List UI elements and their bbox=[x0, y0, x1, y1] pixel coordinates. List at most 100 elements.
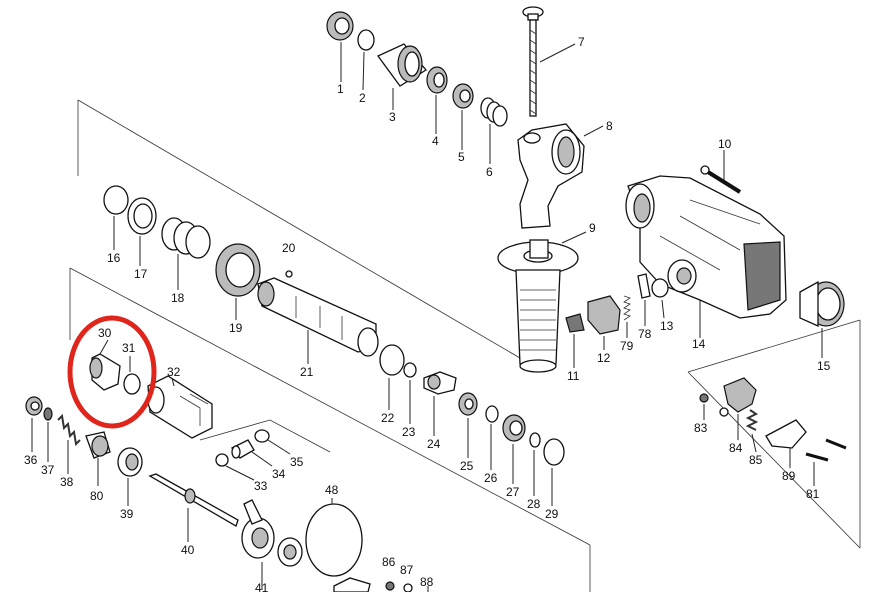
part-14-housing bbox=[625, 175, 787, 338]
part-37-washer bbox=[43, 407, 53, 462]
label-83: 83 bbox=[694, 421, 708, 435]
label-23: 23 bbox=[402, 425, 416, 439]
part-31-oring bbox=[123, 356, 141, 395]
part-2-ring bbox=[357, 29, 375, 91]
label-86: 86 bbox=[382, 555, 396, 569]
part-labels: 1 2 3 4 5 6 7 8 9 10 11 12 13 14 15 16 1… bbox=[24, 35, 831, 592]
highlight-circle bbox=[67, 315, 157, 429]
part-80-gear bbox=[85, 431, 111, 486]
part-5-washer bbox=[452, 83, 474, 150]
part-89-bracket bbox=[765, 419, 807, 468]
part-17-washer bbox=[127, 197, 157, 266]
label-35: 35 bbox=[290, 455, 304, 469]
label-1: 1 bbox=[337, 82, 344, 96]
label-9: 9 bbox=[589, 221, 596, 235]
part-32-tool-holder bbox=[147, 375, 213, 439]
part-40-shaft bbox=[148, 473, 239, 542]
label-15: 15 bbox=[817, 359, 831, 373]
part-4-washer bbox=[426, 66, 448, 134]
part-85-spring bbox=[745, 409, 759, 453]
label-2: 2 bbox=[359, 91, 366, 105]
label-20: 20 bbox=[282, 241, 296, 255]
label-25: 25 bbox=[460, 459, 474, 473]
label-19: 19 bbox=[229, 321, 243, 335]
label-88: 88 bbox=[420, 575, 434, 589]
part-41-gear-assembly bbox=[241, 499, 303, 590]
label-29: 29 bbox=[545, 507, 559, 521]
part-24-striker bbox=[423, 371, 457, 436]
label-81: 81 bbox=[806, 487, 820, 501]
label-5: 5 bbox=[458, 150, 465, 164]
label-33: 33 bbox=[254, 479, 268, 493]
part-34-pin bbox=[230, 439, 273, 467]
label-38: 38 bbox=[60, 475, 74, 489]
part-16-circlip bbox=[103, 185, 129, 250]
part-11-latch bbox=[565, 313, 585, 368]
label-30: 30 bbox=[98, 326, 112, 340]
label-40: 40 bbox=[181, 543, 195, 557]
part-36-bearing bbox=[25, 396, 43, 452]
label-24: 24 bbox=[427, 437, 441, 451]
part-12-switch bbox=[587, 295, 621, 350]
label-36: 36 bbox=[24, 453, 38, 467]
label-37: 37 bbox=[41, 463, 55, 477]
label-28: 28 bbox=[527, 497, 541, 511]
label-79: 79 bbox=[620, 339, 634, 353]
part-19-ring bbox=[215, 243, 261, 320]
label-8: 8 bbox=[606, 119, 613, 133]
label-31: 31 bbox=[122, 341, 136, 355]
label-32: 32 bbox=[167, 365, 181, 379]
label-48: 48 bbox=[325, 483, 339, 497]
part-6-spring bbox=[480, 97, 508, 164]
part-86-nut bbox=[385, 581, 395, 591]
label-78: 78 bbox=[638, 327, 652, 341]
part-15-ring bbox=[799, 280, 845, 358]
part-88-bracket bbox=[333, 577, 429, 592]
label-80: 80 bbox=[90, 489, 104, 503]
label-14: 14 bbox=[692, 337, 706, 351]
part-1-seal bbox=[326, 11, 354, 82]
label-10: 10 bbox=[718, 137, 732, 151]
label-39: 39 bbox=[120, 507, 134, 521]
label-13: 13 bbox=[660, 319, 674, 333]
part-22-oring bbox=[379, 344, 405, 410]
label-12: 12 bbox=[597, 351, 611, 365]
part-28-oring bbox=[529, 432, 541, 496]
part-27-piston bbox=[502, 414, 526, 484]
label-89: 89 bbox=[782, 469, 796, 483]
part-7-bolt bbox=[522, 6, 576, 117]
label-84: 84 bbox=[729, 441, 743, 455]
guide-frames bbox=[69, 99, 861, 592]
part-38-spring bbox=[57, 413, 81, 474]
part-29-circlip bbox=[543, 438, 565, 506]
label-4: 4 bbox=[432, 134, 439, 148]
label-27: 27 bbox=[506, 485, 520, 499]
label-16: 16 bbox=[107, 251, 121, 265]
label-21: 21 bbox=[300, 365, 314, 379]
part-87-washer bbox=[403, 583, 413, 592]
label-41: 41 bbox=[255, 581, 269, 592]
label-26: 26 bbox=[484, 471, 498, 485]
label-17: 17 bbox=[134, 267, 148, 281]
part-26-ring bbox=[485, 405, 499, 470]
label-34: 34 bbox=[272, 467, 286, 481]
part-84-lever bbox=[719, 377, 757, 440]
part-30-bit-holder bbox=[89, 339, 121, 391]
part-48-gasket bbox=[305, 498, 363, 577]
part-20-ball bbox=[285, 270, 293, 278]
part-13-washer bbox=[651, 278, 669, 319]
part-33-ring bbox=[215, 453, 255, 481]
part-83-nut bbox=[699, 393, 709, 420]
label-18: 18 bbox=[171, 291, 185, 305]
label-6: 6 bbox=[486, 165, 493, 179]
part-81-screw bbox=[805, 438, 847, 486]
part-35-ring bbox=[254, 429, 291, 455]
label-7: 7 bbox=[578, 35, 585, 49]
part-39-bearing bbox=[117, 447, 143, 506]
part-9-side-handle bbox=[497, 231, 587, 373]
part-3-sleeve bbox=[377, 43, 427, 110]
part-8-clamp bbox=[517, 123, 604, 229]
part-78-plate bbox=[637, 273, 651, 326]
label-85: 85 bbox=[749, 453, 763, 467]
